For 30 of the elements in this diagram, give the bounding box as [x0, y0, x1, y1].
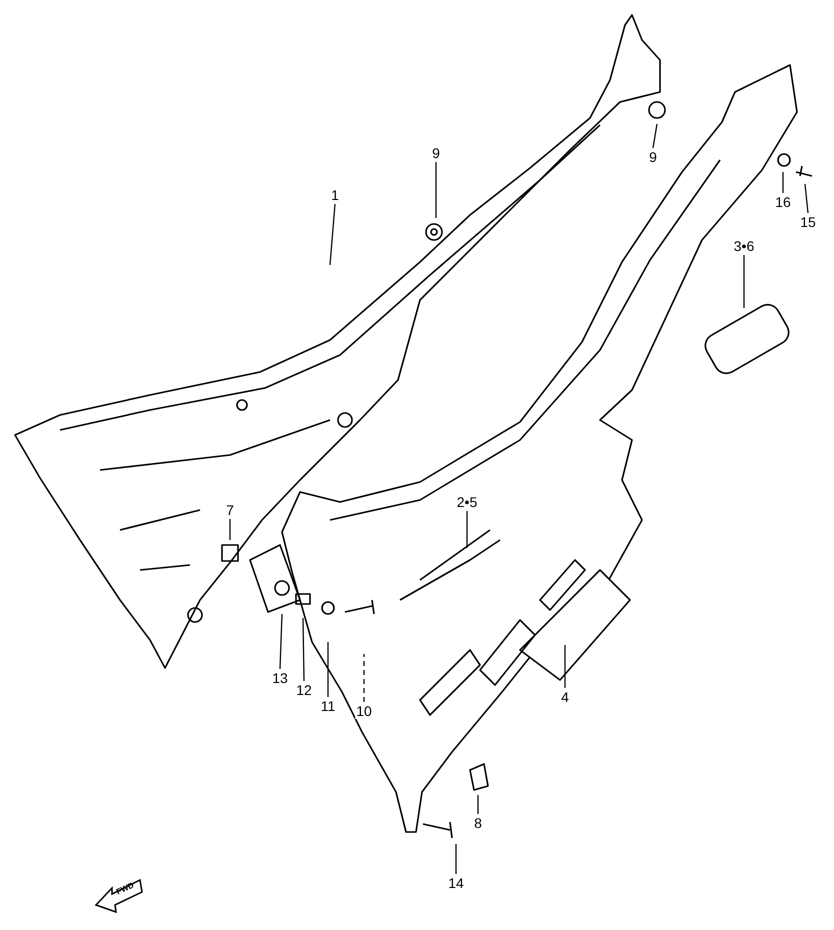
leader-line — [455, 844, 457, 874]
callout-number: 13 — [271, 670, 289, 686]
leader-line — [466, 511, 468, 548]
leader-line — [363, 654, 365, 702]
callout-number: 2•5 — [456, 494, 478, 510]
callout-number: 9 — [431, 145, 441, 161]
callout-number: 14 — [447, 875, 465, 891]
leader-line — [743, 255, 745, 308]
leader-line — [652, 124, 658, 148]
callout-number: 8 — [473, 815, 483, 831]
leader-line — [477, 795, 479, 814]
callout-number: 3•6 — [732, 238, 756, 254]
leader-line — [564, 645, 566, 688]
leader-line — [327, 642, 329, 697]
callout-number: 11 — [320, 698, 336, 714]
callout-number: 12 — [295, 682, 313, 698]
leader-line — [229, 519, 231, 540]
callout-number: 10 — [355, 703, 373, 719]
leader-line — [302, 618, 305, 682]
leader-line — [804, 184, 809, 214]
leader-line — [435, 162, 437, 218]
callout-number: 16 — [774, 194, 792, 210]
leader-line — [782, 172, 784, 193]
callout-number: 7 — [225, 502, 235, 518]
callout-number: 1 — [330, 187, 340, 203]
leader-line — [329, 204, 336, 266]
callout-number: 15 — [799, 214, 817, 230]
callout-number: 4 — [560, 689, 570, 705]
leader-line — [279, 614, 283, 670]
callout-number: 9 — [648, 149, 658, 165]
